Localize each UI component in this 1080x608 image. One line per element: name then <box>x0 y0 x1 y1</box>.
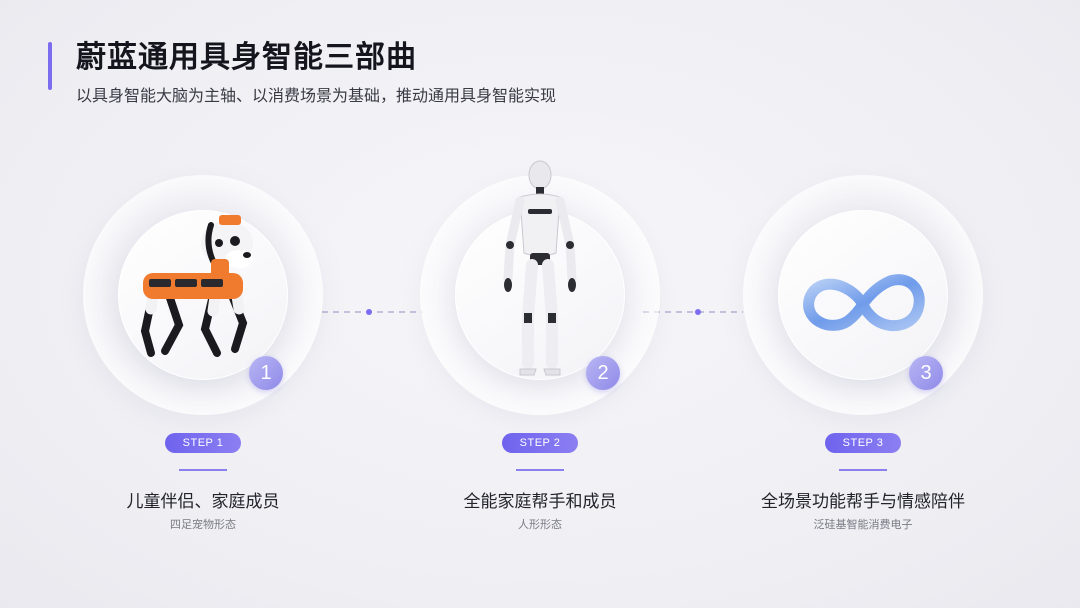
step-label-pill: STEP 3 <box>825 433 901 453</box>
connector-dot <box>695 309 701 315</box>
step-number-badge: 1 <box>249 356 283 390</box>
step-underline <box>839 469 887 471</box>
step-title: 全能家庭帮手和成员 <box>463 492 617 511</box>
infinity-icon <box>803 274 925 332</box>
step-label-pill: STEP 1 <box>165 433 241 453</box>
step-description: 泛硅基智能消费电子 <box>813 519 913 531</box>
step-description: 四足宠物形态 <box>170 519 236 531</box>
robot-dog-icon <box>140 215 253 357</box>
humanoid-robot-icon <box>503 160 577 376</box>
step-card-1: 1 STEP 1 儿童伴侣、家庭成员 四足宠物形态 <box>53 175 353 555</box>
step-underline <box>516 469 564 471</box>
step-number-badge: 2 <box>586 356 620 390</box>
page-title: 蔚蓝通用具身智能三部曲 <box>76 41 417 74</box>
step-card-3: 3 STEP 3 全场景功能帮手与情感陪伴 泛硅基智能消费电子 <box>713 175 1013 555</box>
title-accent-bar <box>48 42 52 90</box>
step-number-badge: 3 <box>909 356 943 390</box>
step-title: 儿童伴侣、家庭成员 <box>126 492 280 511</box>
step-card-2: 2 STEP 2 全能家庭帮手和成员 人形形态 <box>390 160 690 555</box>
step-label-pill: STEP 2 <box>502 433 578 453</box>
step-underline <box>179 469 227 471</box>
step-description: 人形形态 <box>518 519 562 531</box>
connector-dot <box>366 309 372 315</box>
step-connector-2 <box>643 309 743 315</box>
step-connector-1 <box>322 309 422 315</box>
step-title: 全场景功能帮手与情感陪伴 <box>761 492 965 511</box>
page-subtitle: 以具身智能大脑为主轴、以消费场景为基础，推动通用具身智能实现 <box>76 88 557 105</box>
